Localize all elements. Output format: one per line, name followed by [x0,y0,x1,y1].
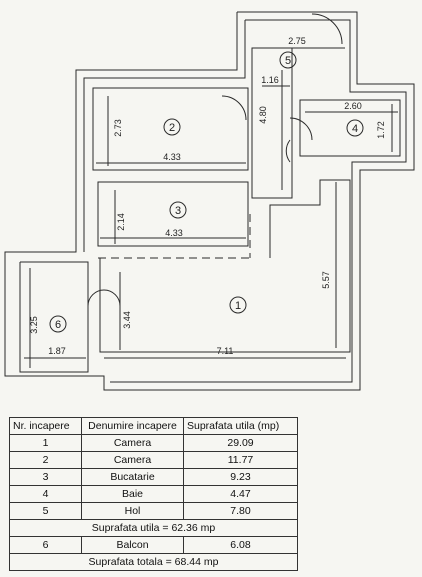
row-name: Hol [81,502,184,520]
row-area: 4.47 [183,485,298,503]
dim-hol-corridor: 1.16 [261,75,279,85]
header-nr: Nr. incapere [9,417,82,435]
dim-baie-height: 1.72 [376,121,386,139]
dim-room3-width: 4.33 [165,228,183,238]
dim-hol-width: 2.75 [288,36,306,46]
row-nr: 2 [9,451,82,469]
row-nr: 4 [9,485,82,503]
dim-room3-height: 2.14 [116,213,126,231]
table-row: 6 Balcon 6.08 [9,536,298,554]
dim-room1-depth: 3.44 [122,311,132,329]
row-nr: 6 [9,536,82,554]
dim-room2-height: 2.73 [113,119,123,137]
table-header-row: Nr. incapere Denumire incapere Suprafata… [9,417,298,435]
row-area: 9.23 [183,468,298,486]
row-name: Baie [81,485,184,503]
table-row: 5 Hol 7.80 [9,502,298,520]
row-name: Balcon [81,536,184,554]
row-name: Bucatarie [81,468,184,486]
dim-baie-width: 2.60 [344,101,362,111]
room-3-number: 3 [175,205,181,217]
room-1-number: 1 [235,300,241,312]
room-2-number: 2 [169,122,175,134]
header-area: Suprafata utila (mp) [183,417,298,435]
row-area: 7.80 [183,502,298,520]
table-row: 4 Baie 4.47 [9,485,298,503]
area-table: Nr. incapere Denumire incapere Suprafata… [9,417,298,571]
dim-balcon-height: 3.25 [29,316,39,334]
subtotal-text: Suprafata utila = 62.36 mp [9,519,298,537]
room-5-number: 5 [285,55,291,67]
dim-room2-width: 4.33 [163,152,181,162]
dim-balcon-width: 1.87 [48,346,66,356]
area-table-container: Nr. incapere Denumire incapere Suprafata… [9,417,298,571]
subtotal-row: Suprafata utila = 62.36 mp [9,519,298,537]
room-6-number: 6 [55,319,61,331]
row-nr: 3 [9,468,82,486]
dim-room1-height: 5.57 [321,271,331,289]
row-nr: 1 [9,434,82,452]
floor-plan: 2 3 5 4 1 6 2.75 1.16 4.80 2.73 4.33 2.1… [4,11,415,391]
row-name: Camera [81,451,184,469]
row-area: 11.77 [183,451,298,469]
row-area: 29.09 [183,434,298,452]
row-name: Camera [81,434,184,452]
header-name: Denumire incapere [81,417,184,435]
total-text: Suprafata totala = 68.44 mp [9,553,298,571]
table-row: 2 Camera 11.77 [9,451,298,469]
room-4-number: 4 [352,123,358,135]
row-nr: 5 [9,502,82,520]
table-row: 1 Camera 29.09 [9,434,298,452]
total-row: Suprafata totala = 68.44 mp [9,553,298,571]
table-row: 3 Bucatarie 9.23 [9,468,298,486]
dim-room1-width: 7.11 [217,346,234,356]
dim-hol-length: 4.80 [258,106,268,124]
row-area: 6.08 [183,536,298,554]
